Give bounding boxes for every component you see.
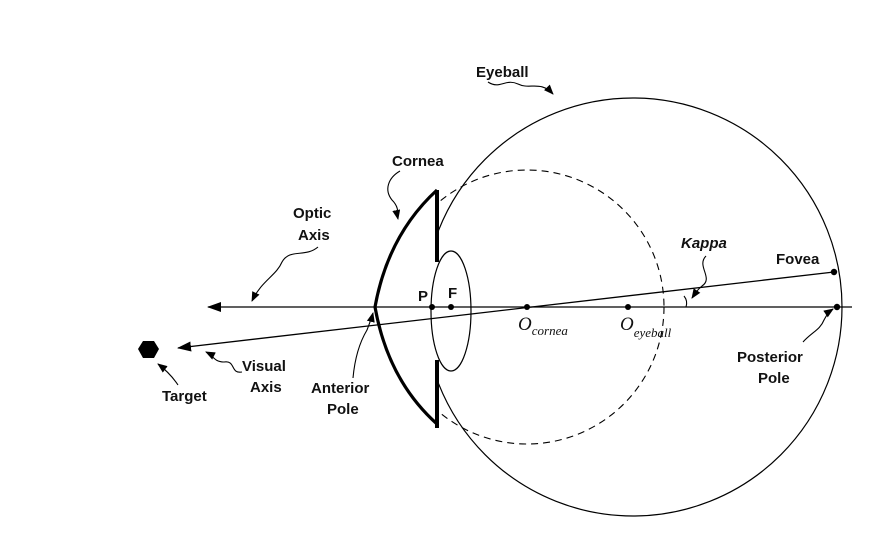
posterior-pole-leader: [802, 308, 834, 343]
label-o-eyeball-sub: eyeball: [634, 325, 672, 340]
label-cornea: Cornea: [392, 153, 444, 170]
label-target: Target: [162, 388, 207, 405]
point-o-cornea: [524, 304, 530, 310]
label-optic-axis-2: Axis: [298, 227, 330, 244]
kappa-leader: [691, 255, 707, 299]
anterior-pole-leader: [352, 312, 375, 379]
kappa-angle-arc: [683, 295, 688, 308]
label-anterior-pole-2: Pole: [327, 401, 359, 418]
label-p: P: [418, 288, 428, 305]
eyeball-leader: [487, 81, 554, 95]
label-fovea: Fovea: [776, 251, 820, 268]
label-visual-axis-2: Axis: [250, 379, 282, 396]
optic-axis-leader: [251, 246, 319, 302]
label-o-eyeball-main: O: [620, 314, 634, 335]
visual-axis-line: [177, 271, 835, 352]
point-posterior-pole: [833, 303, 841, 311]
lens: [430, 250, 472, 372]
visual-axis-leader: [205, 351, 243, 373]
label-f: F: [448, 285, 457, 302]
target-marker: [138, 341, 159, 358]
label-o-eyeball: Oeyeball: [620, 314, 672, 340]
label-visual-axis-1: Visual: [242, 358, 286, 375]
cornea-leader: [387, 170, 401, 220]
label-posterior-pole-1: Posterior: [737, 349, 803, 366]
label-kappa: Kappa: [681, 235, 727, 252]
label-o-cornea-main: O: [518, 314, 532, 335]
point-o-eyeball: [625, 304, 631, 310]
label-o-cornea-sub: cornea: [532, 323, 569, 338]
label-anterior-pole-1: Anterior: [311, 380, 370, 397]
label-posterior-pole-2: Pole: [758, 370, 790, 387]
label-o-cornea: Ocornea: [518, 314, 568, 338]
target-leader: [157, 363, 179, 386]
label-optic-axis-1: Optic: [293, 205, 331, 222]
label-eyeball: Eyeball: [476, 64, 529, 81]
point-fovea: [830, 268, 838, 276]
point-p: [429, 304, 435, 310]
point-f: [448, 304, 454, 310]
